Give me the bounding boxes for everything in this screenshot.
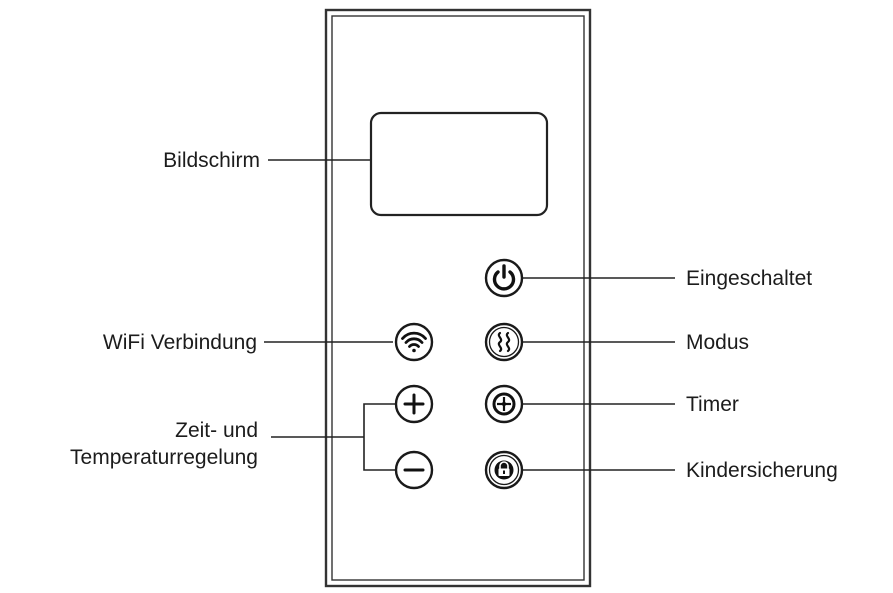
label-timer: Timer [686, 393, 739, 416]
lock-icon [494, 460, 514, 480]
plus-icon [403, 393, 425, 415]
label-screen: Bildschirm [163, 149, 260, 172]
clock-icon [492, 392, 516, 416]
power-icon [492, 264, 516, 291]
mode-button[interactable] [484, 322, 524, 362]
wifi-button[interactable] [394, 322, 434, 362]
timer-button[interactable] [484, 384, 524, 424]
label-time-temp-line1: Zeit- und [175, 419, 258, 442]
label-mode: Modus [686, 331, 749, 354]
label-wifi: WiFi Verbindung [103, 331, 257, 354]
device-frame [324, 8, 592, 588]
heat-waves-icon [497, 331, 511, 353]
power-button[interactable] [484, 258, 524, 298]
label-power: Eingeschaltet [686, 267, 812, 290]
leader-bracket-time-temp [271, 403, 396, 471]
minus-button[interactable] [394, 450, 434, 490]
label-time-temp-line2: Temperaturregelung [70, 446, 258, 469]
child-lock-button[interactable] [484, 450, 524, 490]
label-child-lock: Kindersicherung [686, 459, 838, 482]
wifi-icon [401, 331, 427, 353]
plus-button[interactable] [394, 384, 434, 424]
display-screen [369, 111, 549, 217]
